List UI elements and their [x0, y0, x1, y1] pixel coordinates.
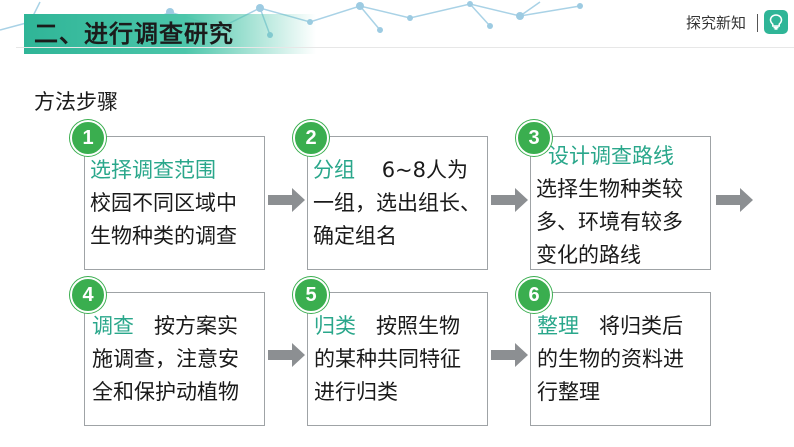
step-box-3 [530, 136, 711, 270]
lightbulb-button[interactable] [764, 10, 788, 34]
step-number-2: 2 [293, 120, 329, 156]
step-heading: 分组 [313, 158, 355, 182]
arrow-right-icon [268, 188, 305, 212]
step-line: 行整理 [537, 380, 600, 404]
step-number-1: 1 [70, 120, 106, 156]
step-number-4: 4 [70, 277, 106, 313]
step-body-3: 选择生物种类较 多、环境有较多 变化的路线 [536, 173, 683, 272]
step-line: 全和保护动植物 [92, 380, 239, 404]
lightbulb-icon [769, 14, 783, 30]
step-heading-rest: 按照生物 [356, 314, 461, 338]
step-line: 校园不同区域中 [90, 191, 237, 215]
step-box-6 [530, 292, 711, 426]
step-line: 的生物的资料进 [537, 347, 684, 371]
step-line: 进行归类 [314, 380, 398, 404]
step-line: 变化的路线 [536, 243, 641, 267]
step-text-5: 归类 按照生物 的某种共同特征 进行归类 [314, 310, 461, 409]
step-heading: 调查 [92, 314, 134, 338]
section-label: 方法步骤 [34, 90, 118, 114]
step-number-3: 3 [516, 120, 552, 156]
step-line: 一组，选出组长、 [313, 191, 481, 215]
step-heading-rest: 将归类后 [579, 314, 684, 338]
step-box-1 [84, 136, 265, 270]
step-line: 确定组名 [313, 224, 397, 248]
step-line: 施调查，注意安 [92, 347, 239, 371]
step-line: 选择生物种类较 [536, 177, 683, 201]
arrow-right-icon [716, 188, 753, 212]
step-box-5 [307, 292, 488, 426]
header-underline [16, 47, 794, 48]
step-text-6: 整理 将归类后 的生物的资料进 行整理 [537, 310, 684, 409]
step-line: 多、环境有较多 [536, 210, 683, 234]
header-divider [757, 14, 758, 32]
step-heading: 整理 [537, 314, 579, 338]
arrow-right-icon [268, 343, 305, 367]
arrow-right-icon [491, 343, 528, 367]
page-title: 二、进行调查研究 [34, 20, 234, 48]
step-number-6: 6 [516, 277, 552, 313]
step-text-3: 设计调查路线 [548, 140, 674, 173]
step-heading: 设计调查路线 [548, 144, 674, 168]
step-box-4 [84, 292, 265, 426]
step-text-2: 分组 6~8人为 一组，选出组长、 确定组名 [313, 154, 481, 253]
step-text-4: 调查 按方案实 施调查，注意安 全和保护动植物 [92, 310, 239, 409]
step-number-5: 5 [293, 277, 329, 313]
step-heading: 选择调查范围 [90, 158, 216, 182]
step-heading-rest: 按方案实 [134, 314, 239, 338]
step-heading: 归类 [314, 314, 356, 338]
section-tag: 探究新知 [685, 14, 746, 32]
step-text-1: 选择调查范围 校园不同区域中 生物种类的调查 [90, 154, 237, 253]
step-line: 的某种共同特征 [314, 347, 461, 371]
step-line: 生物种类的调查 [90, 224, 237, 248]
step-heading-rest: 6~8人为 [355, 158, 469, 182]
step-box-2 [307, 136, 488, 270]
arrow-right-icon [491, 188, 528, 212]
